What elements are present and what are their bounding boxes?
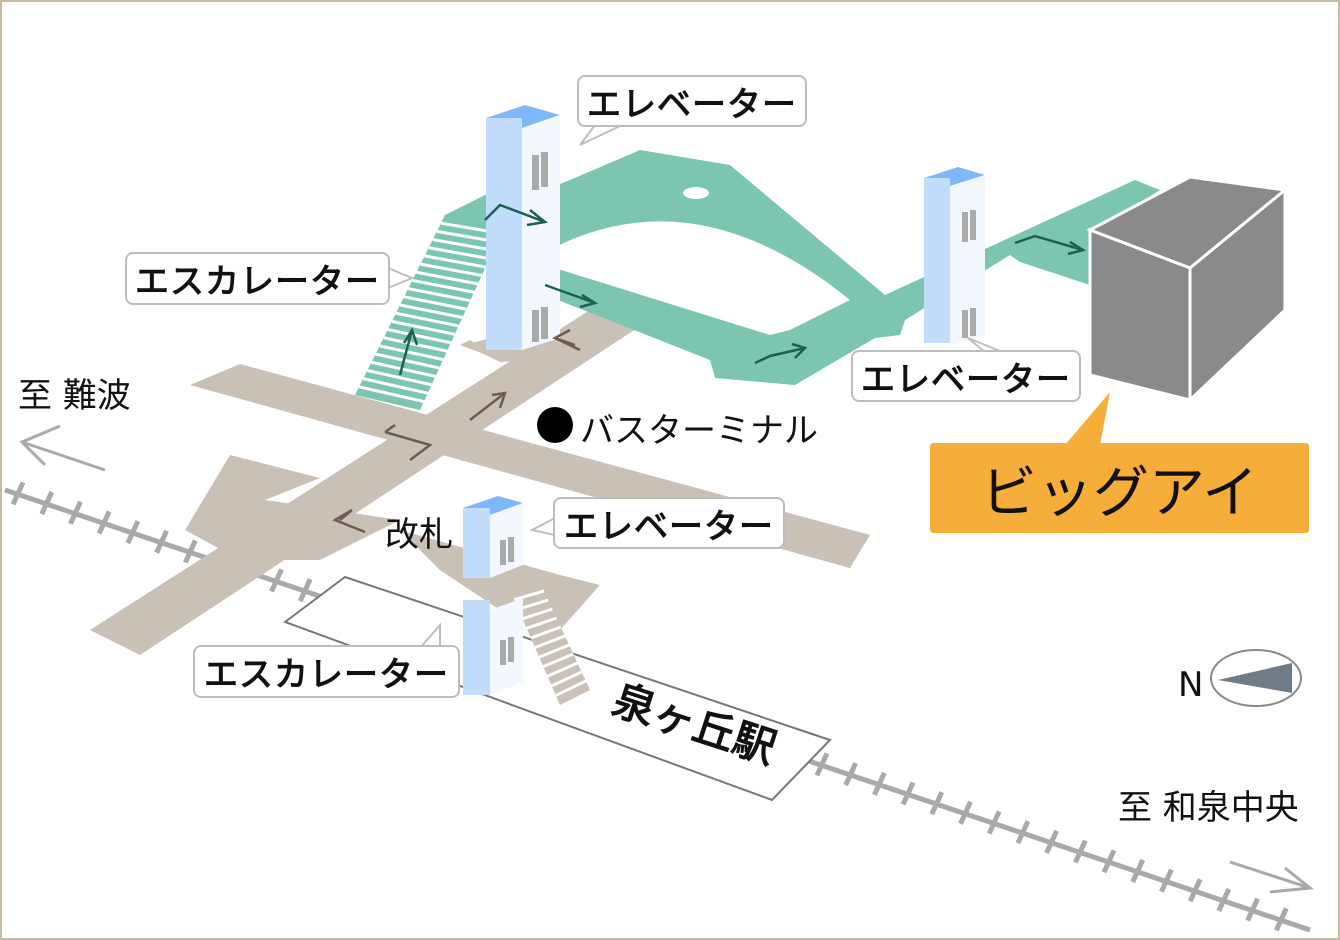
rail-tie [1130, 858, 1146, 883]
rail-tie [986, 810, 1002, 835]
bus-terminal-marker [537, 407, 573, 443]
direction-arrows-deck [398, 203, 1087, 376]
stair-step [526, 616, 558, 630]
rail-tie [814, 752, 830, 777]
rail-tie [1159, 868, 1174, 893]
to-namba-label: 至 難波 [18, 376, 131, 416]
elevator-tower-top [486, 105, 560, 350]
rail-tie [269, 568, 284, 593]
stair-step [551, 670, 583, 688]
rail-tie [297, 578, 313, 603]
stair-step [379, 344, 444, 362]
stair-step [420, 262, 483, 277]
stair-step [411, 278, 475, 294]
bus-terminal-label: バスターミナル [580, 411, 818, 451]
rail-tie [1101, 849, 1117, 874]
stair-step [428, 246, 490, 261]
rail-tie [958, 800, 973, 825]
stair-step [530, 625, 562, 640]
rail-tie [10, 481, 26, 506]
rail-tie [68, 500, 83, 525]
rail-tie [1015, 820, 1031, 845]
stair-step [542, 652, 574, 669]
rail-tie [1274, 907, 1289, 932]
to-izumi-chuo-label: 至 和泉中央 [1118, 788, 1299, 828]
stair-step [555, 679, 587, 697]
stair-step [416, 270, 479, 286]
north-label: N [1178, 665, 1203, 705]
big-eye-callout-tail [1065, 392, 1110, 445]
stair-step [371, 360, 436, 378]
stair-step [424, 254, 486, 269]
escalator-label-left: エスカレーター [125, 252, 390, 305]
stair-step [403, 295, 467, 311]
rail-tie [929, 791, 945, 816]
escalator-lower [510, 582, 590, 705]
stair-step [366, 368, 432, 387]
rail-tie [1245, 897, 1260, 922]
elevator-label-top: エレベーター [577, 75, 807, 127]
pedestrian-deck [445, 150, 1160, 385]
rail-tie [39, 491, 55, 516]
rail-tie [1073, 839, 1088, 864]
stair-step [399, 303, 463, 319]
stair-step [362, 377, 429, 395]
elevator-label-right: エレベーター [851, 350, 1081, 402]
stair-step [522, 607, 553, 621]
stair-step [391, 319, 456, 336]
ticket-gate-label: 改札 [385, 515, 453, 555]
stair-step [546, 661, 579, 678]
direction-arrows-outside [19, 424, 1314, 894]
elevator-tower-right [924, 167, 985, 345]
big-eye-label: ビッグアイ [930, 443, 1309, 533]
rail-tie [872, 771, 887, 796]
rail-tie [1044, 829, 1059, 854]
big-eye-building [1086, 175, 1289, 404]
rail-tie [1187, 878, 1203, 903]
rail-tie [900, 781, 916, 806]
escalator-label-bottom: エスカレーター [193, 645, 460, 698]
stair-step [534, 634, 566, 649]
stair-step [387, 328, 452, 345]
rail-tie [843, 762, 858, 787]
stair-step [375, 352, 440, 370]
north-compass [1210, 649, 1302, 707]
stair-step [358, 385, 425, 404]
rail-tie [1216, 887, 1232, 912]
rail-tie [125, 520, 141, 545]
stair-step [517, 598, 549, 611]
elevator-label-bottom: エレベーター [553, 497, 785, 549]
escalator-upper [355, 215, 505, 410]
stair-step [383, 336, 448, 353]
rail-tie [154, 529, 169, 554]
stair-step [432, 238, 494, 252]
stair-step [407, 287, 471, 303]
rail-tie [96, 510, 112, 535]
direction-arrows-concourse [332, 328, 581, 534]
stair-step [538, 643, 570, 659]
stair-step [395, 311, 459, 328]
stair-step [513, 589, 545, 602]
elevator-tower-bottom [463, 496, 523, 695]
rail-tie [183, 539, 198, 564]
